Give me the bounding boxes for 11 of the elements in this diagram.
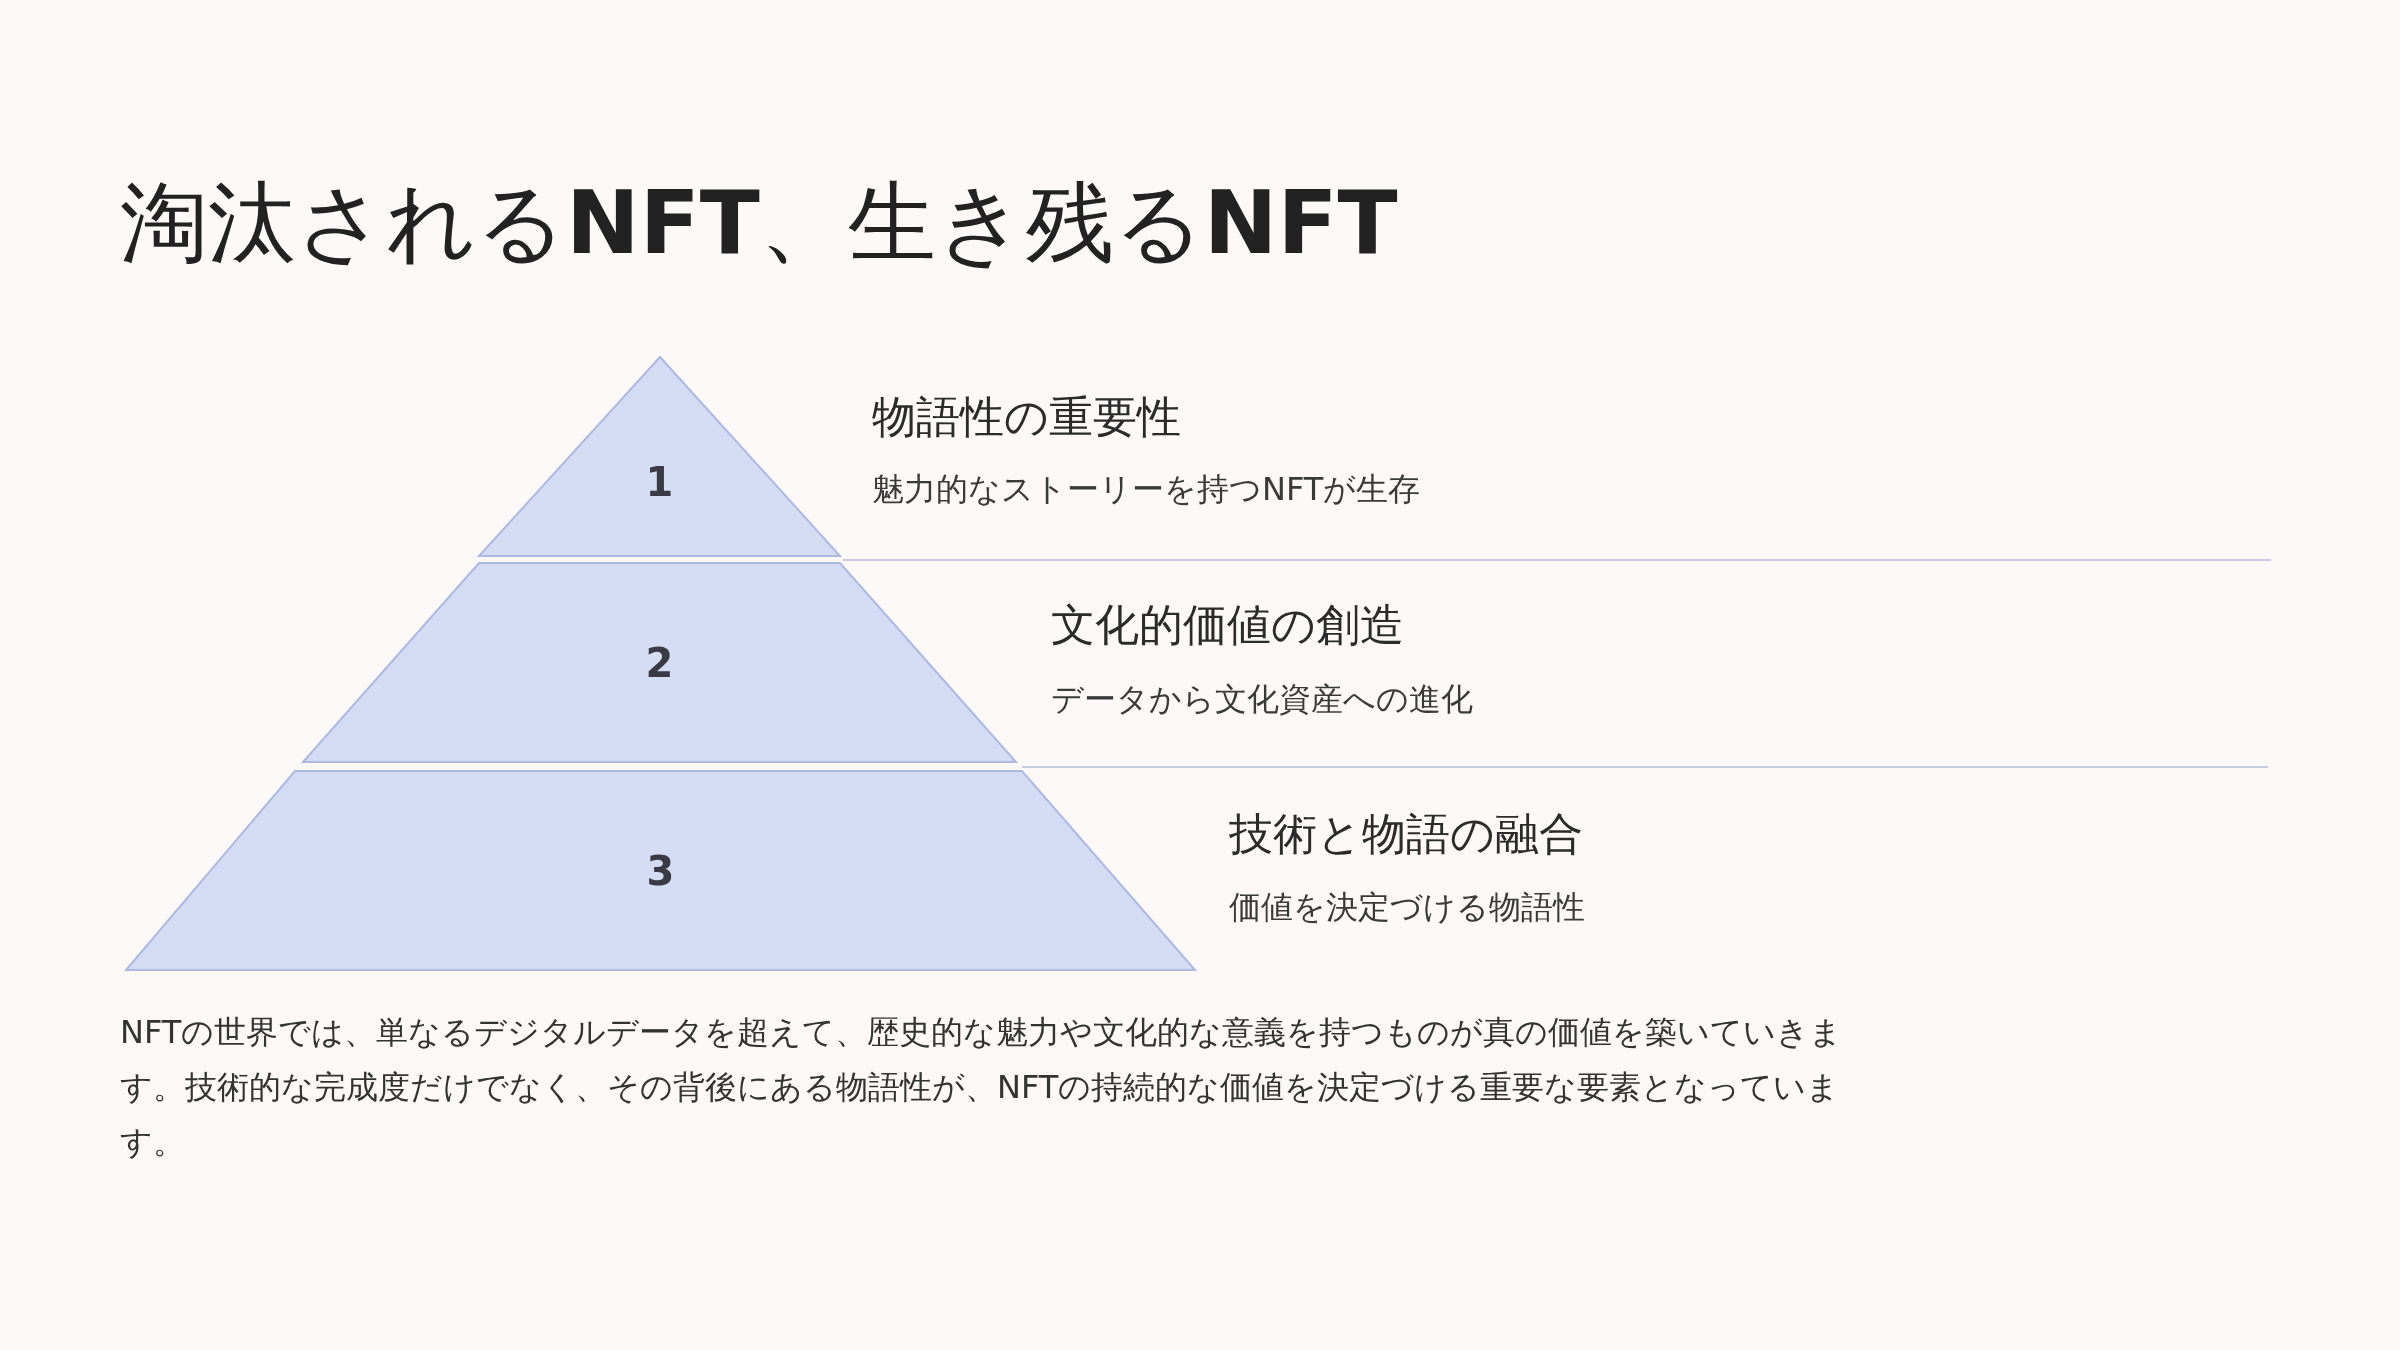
tier-heading: 技術と物語の融合 <box>1229 807 1583 861</box>
tier-heading: 物語性の重要性 <box>872 390 1181 444</box>
tier-description: データから文化資産への進化 <box>1051 679 1473 720</box>
title: 淘汰されるNFT、生き残るNFT <box>120 170 1398 276</box>
tier-number: 1 <box>645 458 674 505</box>
tier-number: 2 <box>645 639 674 686</box>
tier-description: 魅力的なストーリーを持つNFTが生存 <box>872 469 1421 510</box>
tier-number: 3 <box>646 847 675 894</box>
body-paragraph: NFTの世界では、単なるデジタルデータを超えて、歴史的な魅力や文化的な意義を持つものが真の価値を築いていきます。技術的な完成度だけでなく、その背後にある物語性が、NFTの持続的な価値を決定づける重要な要素となっています。 <box>120 1012 1844 1163</box>
tier-description: 価値を決定づける物語性 <box>1229 887 1585 928</box>
tier-heading: 文化的価値の創造 <box>1051 598 1404 652</box>
